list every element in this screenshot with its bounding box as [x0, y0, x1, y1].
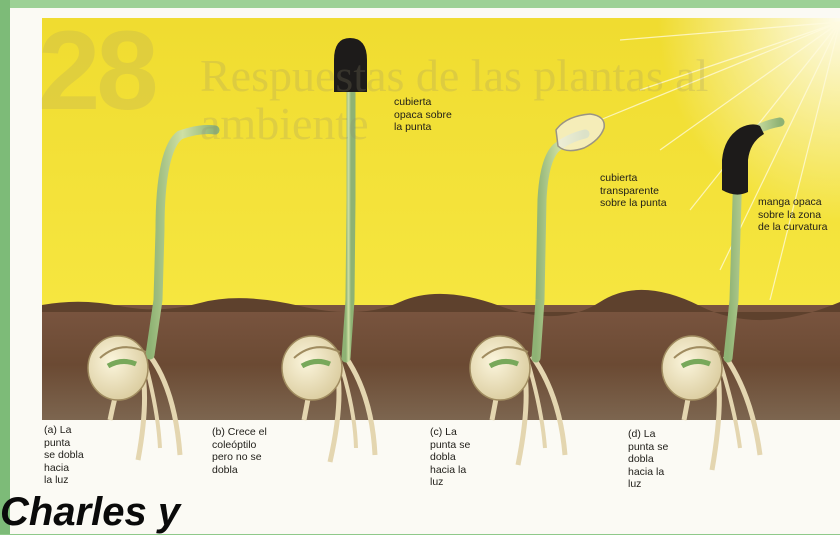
chapter-number: 28 [38, 6, 155, 135]
panel-label-c: (c) La punta se dobla hacia la luz [430, 426, 470, 489]
slide-caption: Charles y [0, 490, 180, 535]
panel-label-a: (a) La punta se dobla hacia la luz [44, 424, 84, 487]
label-opaque-sleeve: manga opaca sobre la zona de la curvatur… [758, 196, 840, 234]
panel-label-d: (d) La punta se dobla hacia la luz [628, 428, 668, 491]
label-transparent-cap: cubierta transparente sobre la punta [600, 172, 667, 210]
chapter-title: Respuestas de las plantas al ambiente [200, 52, 760, 148]
label-opaque-cap: cubierta opaca sobre la punta [394, 96, 452, 134]
panel-label-b: (b) Crece el coleóptilo pero no se dobla [212, 426, 267, 476]
